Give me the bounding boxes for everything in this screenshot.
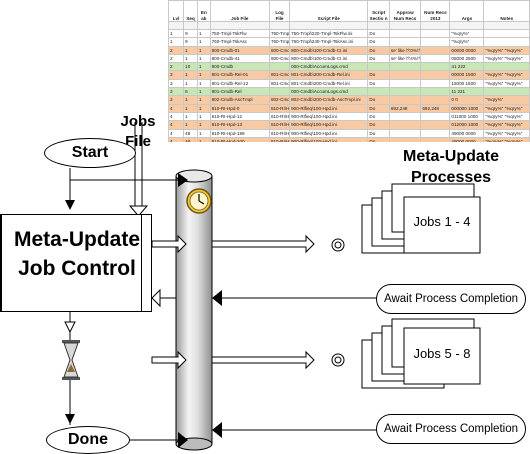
table-cell: 4 [168, 136, 185, 142]
table-row: 311802-Cmdb-AscTmpl802-Cmdb\200-Cmdb-Asc… [168, 95, 530, 105]
table-cell: 810-RI\Hpd\100-Hpd.ini [268, 136, 291, 142]
process-stack-2 [361, 318, 481, 389]
table-header-cell: Log File [268, 0, 291, 22]
hourglass-icon [62, 340, 80, 380]
jobs-file-arrow [128, 122, 149, 217]
clock-icon [186, 188, 212, 214]
table-header-cell: Script File [289, 0, 369, 22]
job-control-label: Meta-Update Job Control [13, 228, 140, 280]
box-right-edge [141, 215, 153, 311]
table-row: 411810-RI-Hpd-13810-RI\Hpd\100-Hpd.ini90… [168, 120, 530, 130]
done-node[interactable]: Done [46, 426, 130, 454]
table-header-cell: Notes [483, 0, 530, 22]
table-header-cell: En ab [197, 0, 211, 22]
await-completion-2[interactable]: Await Process Completion [376, 414, 526, 444]
table-header-cell: Job File [209, 0, 270, 22]
job-control-box: Meta-Update Job Control [0, 214, 152, 312]
done-label: Done [68, 431, 108, 448]
table-cell: 48 [183, 136, 199, 142]
table-row: 311801-Cmdb-Rel-01801-Cmdb\200-Cmdb-Rel.… [168, 70, 530, 80]
dispatch-arrow-2 [151, 350, 345, 370]
await-arrow-1 [151, 288, 380, 308]
start-node[interactable]: Start [44, 138, 136, 168]
await-arrow-2 [128, 422, 380, 448]
table-row: 4481810-RI-Hpd-200810-RI\Hpd\100-Hpd.ini… [168, 136, 530, 142]
table-cell: "%qry%" "%qry%" [483, 136, 530, 142]
dispatch-arrow-1 [151, 234, 345, 254]
table-cell: Do [367, 136, 390, 142]
table-row: 4481810-RI-Hpd-199810-RI\Hpd\100-Hpd.ini… [168, 128, 530, 138]
jobs-group-2-label: Jobs 5 - 8 [413, 346, 471, 361]
table-body: 191750-Tmpl-TskFlw750-Tmpl\220-Tmpl-TskF… [168, 28, 530, 142]
await-completion-1[interactable]: Await Process Completion [376, 284, 526, 314]
process-stack-1 [361, 183, 481, 254]
table-cell: 49000 0000 [449, 136, 485, 142]
await-2-label: Await Process Completion [383, 423, 518, 435]
processes-title: Meta-Update Processes [402, 148, 499, 186]
table-header-cell: Approw Num Recs [388, 0, 422, 22]
start-label: Start [71, 144, 109, 161]
await-1-label: Await Process Completion [383, 293, 518, 305]
table-header-cell: Script Sectio n [367, 0, 390, 22]
box-left-edge [1, 215, 13, 311]
jobs-group-1-label: Jobs 1 - 4 [413, 214, 471, 229]
table-filter-row [168, 21, 530, 30]
message-bus-pipe [175, 169, 213, 451]
table-header-cell: Seq [183, 0, 199, 22]
start-flow [65, 168, 188, 210]
